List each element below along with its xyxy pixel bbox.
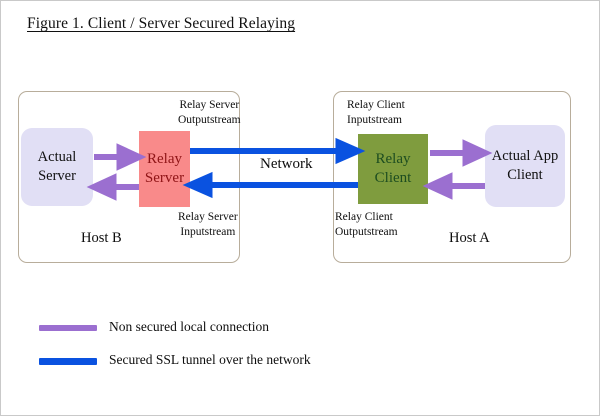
- legend-swatch-secured-ssl: [39, 358, 97, 365]
- relay-server-outputstream-label: Relay Server Outputstream: [178, 99, 241, 127]
- relay-server-node: Relay Server: [139, 131, 190, 207]
- relay-client-node: Relay Client: [358, 134, 428, 204]
- legend-swatch-non-secured: [39, 325, 97, 331]
- host-a-container: [333, 91, 571, 263]
- page-title: Figure 1. Client / Server Secured Relayi…: [27, 15, 296, 32]
- relay-client-inputstream-label: Relay Client Inputstream: [347, 99, 405, 127]
- host-b-label: Host B: [81, 230, 122, 246]
- actual-server-node: Actual Server: [21, 128, 93, 206]
- legend-label-non-secured: Non secured local connection: [109, 319, 270, 334]
- legend-label-secured-ssl: Secured SSL tunnel over the network: [109, 352, 311, 367]
- network-label: Network: [260, 156, 313, 172]
- relay-client-outputstream-label: Relay Client Outputstream: [335, 211, 398, 239]
- host-a-label: Host A: [449, 230, 490, 246]
- relay-server-inputstream-label: Relay Server Inputstream: [178, 211, 238, 239]
- actual-app-client-node: Actual App Client: [485, 125, 565, 207]
- host-b-container: [18, 91, 240, 263]
